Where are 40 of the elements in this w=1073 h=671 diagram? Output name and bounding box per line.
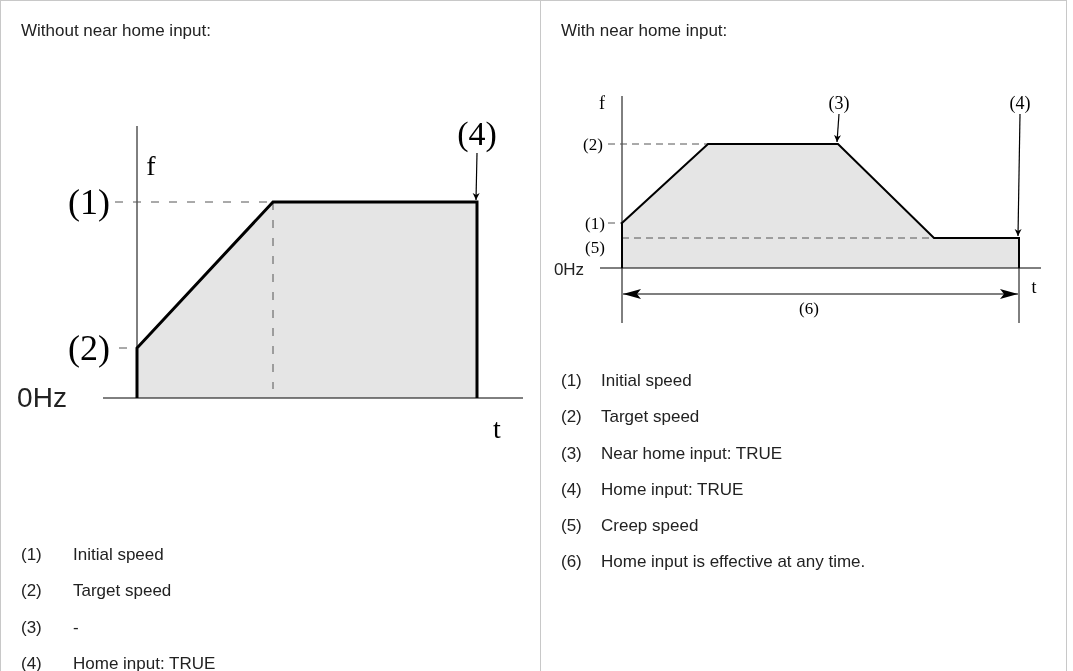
legend-text: Near home input: TRUE: [601, 444, 783, 462]
table-cell: [540, 0, 1067, 671]
list-marker: (1): [21, 545, 42, 563]
axis-label: 0Hz: [17, 384, 67, 412]
list-marker: (3): [21, 618, 42, 636]
level-marker: (2): [68, 330, 110, 366]
level-marker: (1): [68, 184, 110, 220]
list-marker: (2): [21, 581, 42, 599]
legend-text: Initial speed: [73, 545, 164, 563]
callout-arrow: [1014, 113, 1022, 237]
legend-text: Home input is effective at any time.: [601, 552, 866, 570]
callout-number: (4): [1009, 94, 1031, 112]
level-marker: (5): [585, 238, 605, 256]
axis-label: 0Hz: [553, 260, 585, 278]
axis-label: t: [493, 415, 501, 443]
axis-label: f: [146, 152, 156, 180]
level-marker: (1): [585, 214, 605, 232]
legend-text: Home input: TRUE: [601, 480, 744, 498]
callout-number: (4): [457, 117, 497, 151]
list-marker: (6): [561, 552, 582, 570]
cell-heading: With near home input:: [561, 22, 728, 39]
axis-label: t: [1031, 278, 1037, 296]
callout-number: (3): [828, 94, 850, 112]
callout-arrow: [834, 113, 841, 143]
legend-text: Target speed: [601, 407, 700, 425]
callout-arrow: [472, 152, 480, 201]
list-marker: (5): [561, 516, 582, 534]
level-marker: (2): [583, 135, 603, 153]
cell-heading: Without near home input:: [21, 22, 211, 39]
legend-text: Initial speed: [601, 371, 692, 389]
legend-text: Creep speed: [601, 516, 699, 534]
list-marker: (3): [561, 444, 582, 462]
list-marker: (4): [561, 480, 582, 498]
table-cell: [0, 0, 541, 671]
legend-text: -: [73, 618, 79, 636]
dimension-label: (6): [799, 299, 819, 317]
list-marker: (1): [561, 371, 582, 389]
list-marker: (2): [561, 407, 582, 425]
axis-label: f: [599, 94, 605, 112]
legend-text: Target speed: [73, 581, 172, 599]
